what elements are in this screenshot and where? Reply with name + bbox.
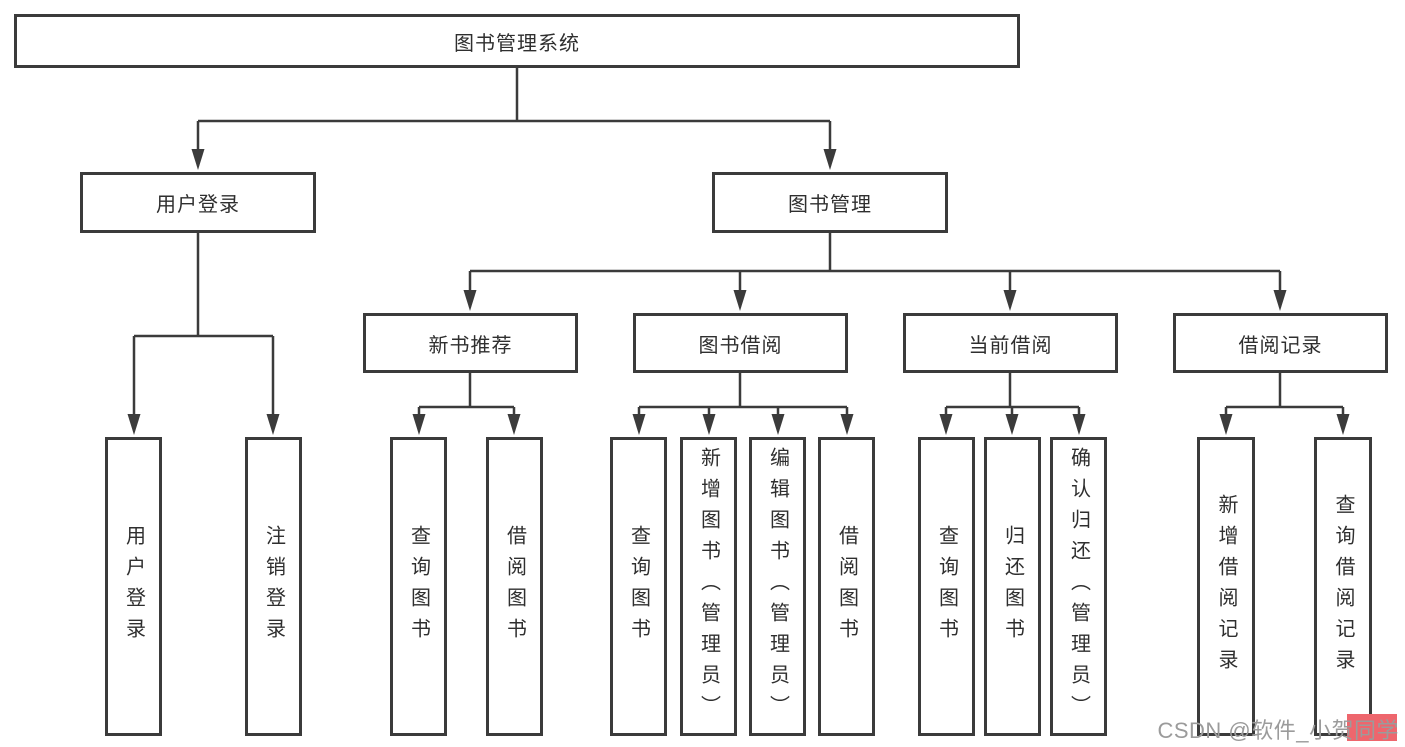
node-borrow-record: 借阅记录	[1173, 313, 1388, 373]
arrowheads	[127, 149, 1350, 435]
node-current-borrow: 当前借阅	[903, 313, 1118, 373]
leaf-logout: 注销登录	[245, 437, 302, 736]
leaf-bb-borrow-book: 借阅图书	[818, 437, 875, 736]
leaf-cb-query-book: 查询图书	[918, 437, 975, 736]
watermark-text: CSDN @软件_小贺同学	[1157, 718, 1399, 743]
leaf-nb-query-book: 查询图书	[390, 437, 447, 736]
leaf-cb-confirm-return-admin: 确认归还（管理员）	[1050, 437, 1107, 736]
node-book-borrow: 图书借阅	[633, 313, 848, 373]
leaf-cb-return-book: 归还图书	[984, 437, 1041, 736]
node-new-book-recommend: 新书推荐	[363, 313, 578, 373]
leaf-bb-add-book-admin: 新增图书（管理员）	[680, 437, 737, 736]
watermark: CSDN @软件_小贺同学	[1157, 713, 1399, 745]
leaf-bb-edit-book-admin: 编辑图书（管理员）	[749, 437, 806, 736]
node-book-management: 图书管理	[712, 172, 948, 233]
leaf-br-add-record: 新增借阅记录	[1197, 437, 1255, 736]
leaf-br-query-record: 查询借阅记录	[1314, 437, 1372, 736]
node-root-library-system: 图书管理系统	[14, 14, 1020, 68]
leaf-bb-query-book: 查询图书	[610, 437, 667, 736]
leaf-user-login: 用户登录	[105, 437, 162, 736]
connector-lines	[132, 68, 1345, 416]
watermark-highlight-block	[1347, 714, 1397, 741]
leaf-nb-borrow-book: 借阅图书	[486, 437, 543, 736]
node-user-login: 用户登录	[80, 172, 316, 233]
